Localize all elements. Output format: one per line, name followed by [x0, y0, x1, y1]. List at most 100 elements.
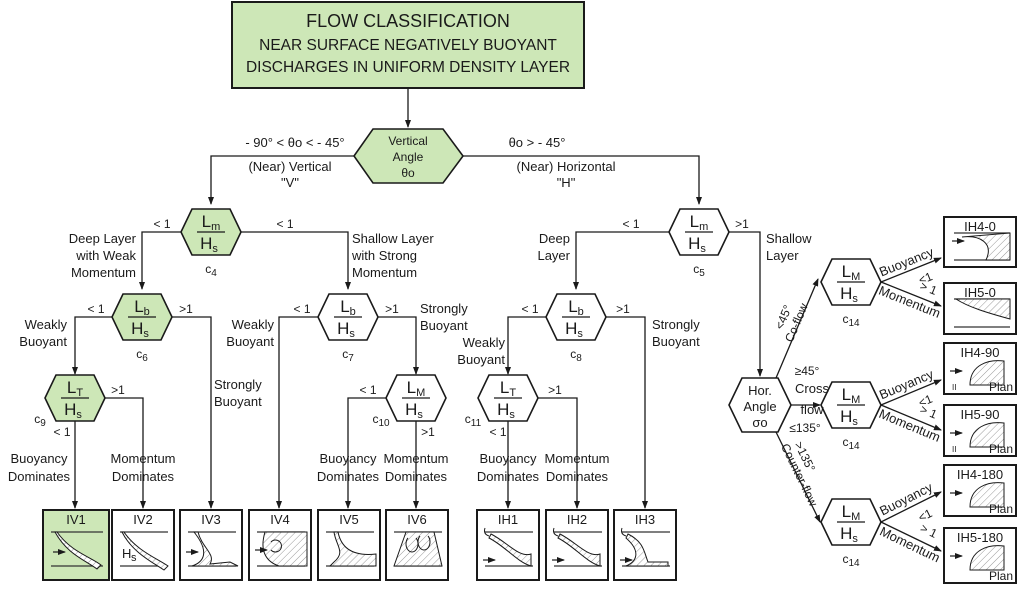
c5-id: c5 — [693, 262, 705, 279]
svg-text:Strongly: Strongly — [420, 301, 468, 316]
svg-text:Dominates: Dominates — [546, 469, 609, 484]
svg-text:Buoyant: Buoyant — [226, 334, 274, 349]
svg-text:Lb: Lb — [134, 297, 150, 318]
c8-left-cond: < 1 — [521, 302, 538, 316]
svg-text:II: II — [952, 383, 956, 392]
connector-c5-left — [573, 231, 669, 290]
c9-id: c9 — [34, 412, 46, 429]
title-box: FLOW CLASSIFICATION NEAR SURFACE NEGATIV… — [231, 1, 585, 89]
connector-c10-left — [345, 397, 386, 509]
svg-text:Vertical: Vertical — [388, 134, 427, 148]
outcome-code: IH4-0 — [964, 219, 996, 234]
c9-right-cond: >1 — [111, 383, 125, 397]
outcome-ih5-0: IH5-0 — [943, 282, 1017, 335]
svg-text:Weakly: Weakly — [463, 335, 506, 350]
svg-text:Buoyant: Buoyant — [652, 334, 700, 349]
svg-text:Dominates: Dominates — [477, 469, 540, 484]
c7-id: c7 — [342, 347, 354, 364]
svg-text:Buoyant: Buoyant — [19, 334, 67, 349]
svg-text:Layer: Layer — [537, 248, 570, 263]
outcome-code: IV1 — [66, 512, 86, 527]
c11-right-cond: >1 — [548, 383, 562, 397]
label-weakly-buoyant-1: Weakly Buoyant — [19, 317, 67, 349]
label-deep-layer: Deep Layer — [537, 231, 570, 263]
svg-text:LT: LT — [500, 378, 516, 399]
svg-text:Dominates: Dominates — [385, 469, 448, 484]
c7-left-cond: < 1 — [293, 302, 310, 316]
svg-text:Hs: Hs — [131, 319, 149, 340]
svg-text:Hs: Hs — [565, 319, 583, 340]
outcome-iv1: IV1 — [42, 509, 110, 581]
label-lt1: <1 — [917, 269, 935, 287]
svg-text:Lb: Lb — [568, 297, 584, 318]
svg-text:Hs: Hs — [840, 524, 858, 545]
outcome-code: IH4-180 — [957, 467, 1003, 482]
root-right-code: "H" — [557, 175, 576, 190]
outcome-code: IV2 — [133, 512, 153, 527]
svg-text:Hs: Hs — [840, 284, 858, 305]
c14c-id: c14 — [842, 552, 860, 569]
c5-right-cond: >1 — [735, 217, 749, 231]
outcome-code: IH5-90 — [960, 407, 999, 422]
label-strongly-buoyant-3: Strongly Buoyant — [652, 317, 700, 349]
svg-text:LM: LM — [842, 502, 861, 523]
svg-text:Buoyancy: Buoyancy — [319, 451, 377, 466]
outcome-ih2: IH2 — [545, 509, 609, 581]
c6-id: c6 — [136, 347, 148, 364]
label-buoyancy-dominates-1: Buoyancy Dominates — [8, 451, 71, 484]
label-lt1: <1 — [916, 392, 934, 410]
connector-root-left — [208, 155, 354, 205]
label-shallow-layer: Shallow Layer — [766, 231, 812, 263]
connector-root-right — [463, 155, 702, 205]
c10-id: c10 — [372, 412, 390, 429]
connector-c4-right — [241, 231, 351, 290]
connector-c8-right — [606, 316, 648, 509]
c5-left-cond: < 1 — [622, 217, 639, 231]
outcome-iv3: IV3 — [179, 509, 243, 581]
svg-text:Hor.: Hor. — [748, 383, 772, 398]
svg-text:Dominates: Dominates — [8, 469, 71, 484]
svg-text:Deep: Deep — [539, 231, 570, 246]
view-label: Plan — [989, 502, 1013, 516]
label-counterflow: Counter-flow >135° — [778, 439, 821, 509]
svg-text:≥45°: ≥45° — [795, 364, 820, 378]
outcome-code: IH2 — [567, 512, 587, 527]
label-buoyancy-dominates-2: Buoyancy Dominates — [317, 451, 380, 484]
svg-text:Hs: Hs — [337, 319, 355, 340]
outcome-code: IV4 — [270, 512, 290, 527]
label-shallow-strong: Shallow Layer with Strong Momentum — [351, 231, 434, 280]
svg-text:Hs: Hs — [64, 400, 82, 421]
connector-hor-coflow — [775, 278, 819, 379]
label-weakly-buoyant-2: Weakly Buoyant — [226, 317, 274, 349]
svg-text:Momentum: Momentum — [352, 265, 417, 280]
svg-text:Hs: Hs — [405, 400, 423, 421]
svg-text:Shallow Layer: Shallow Layer — [352, 231, 434, 246]
svg-text:Strongly: Strongly — [652, 317, 700, 332]
c11-left-cond: < 1 — [489, 425, 506, 439]
c14b-id: c14 — [842, 435, 860, 452]
c10-left-cond: < 1 — [359, 383, 376, 397]
root-right-condition: θo > - 45° — [509, 135, 566, 150]
connector-hor-counterflow — [775, 431, 821, 523]
svg-text:Momentum: Momentum — [71, 265, 136, 280]
svg-text:Momentum: Momentum — [383, 451, 448, 466]
view-label: Plan — [989, 442, 1013, 456]
label-lt1: <1 — [916, 506, 935, 525]
view-label: Plan — [989, 569, 1013, 583]
svg-text:Weakly: Weakly — [232, 317, 275, 332]
outcome-code: IV6 — [407, 512, 427, 527]
title-line-3: DISCHARGES IN UNIFORM DENSITY LAYER — [246, 59, 570, 76]
label-coflow: <45° Co-flow — [772, 301, 811, 344]
outcome-iv6: IV6 — [385, 509, 449, 581]
outcome-code: IH3 — [635, 512, 655, 527]
svg-text:with Strong: with Strong — [351, 248, 417, 263]
